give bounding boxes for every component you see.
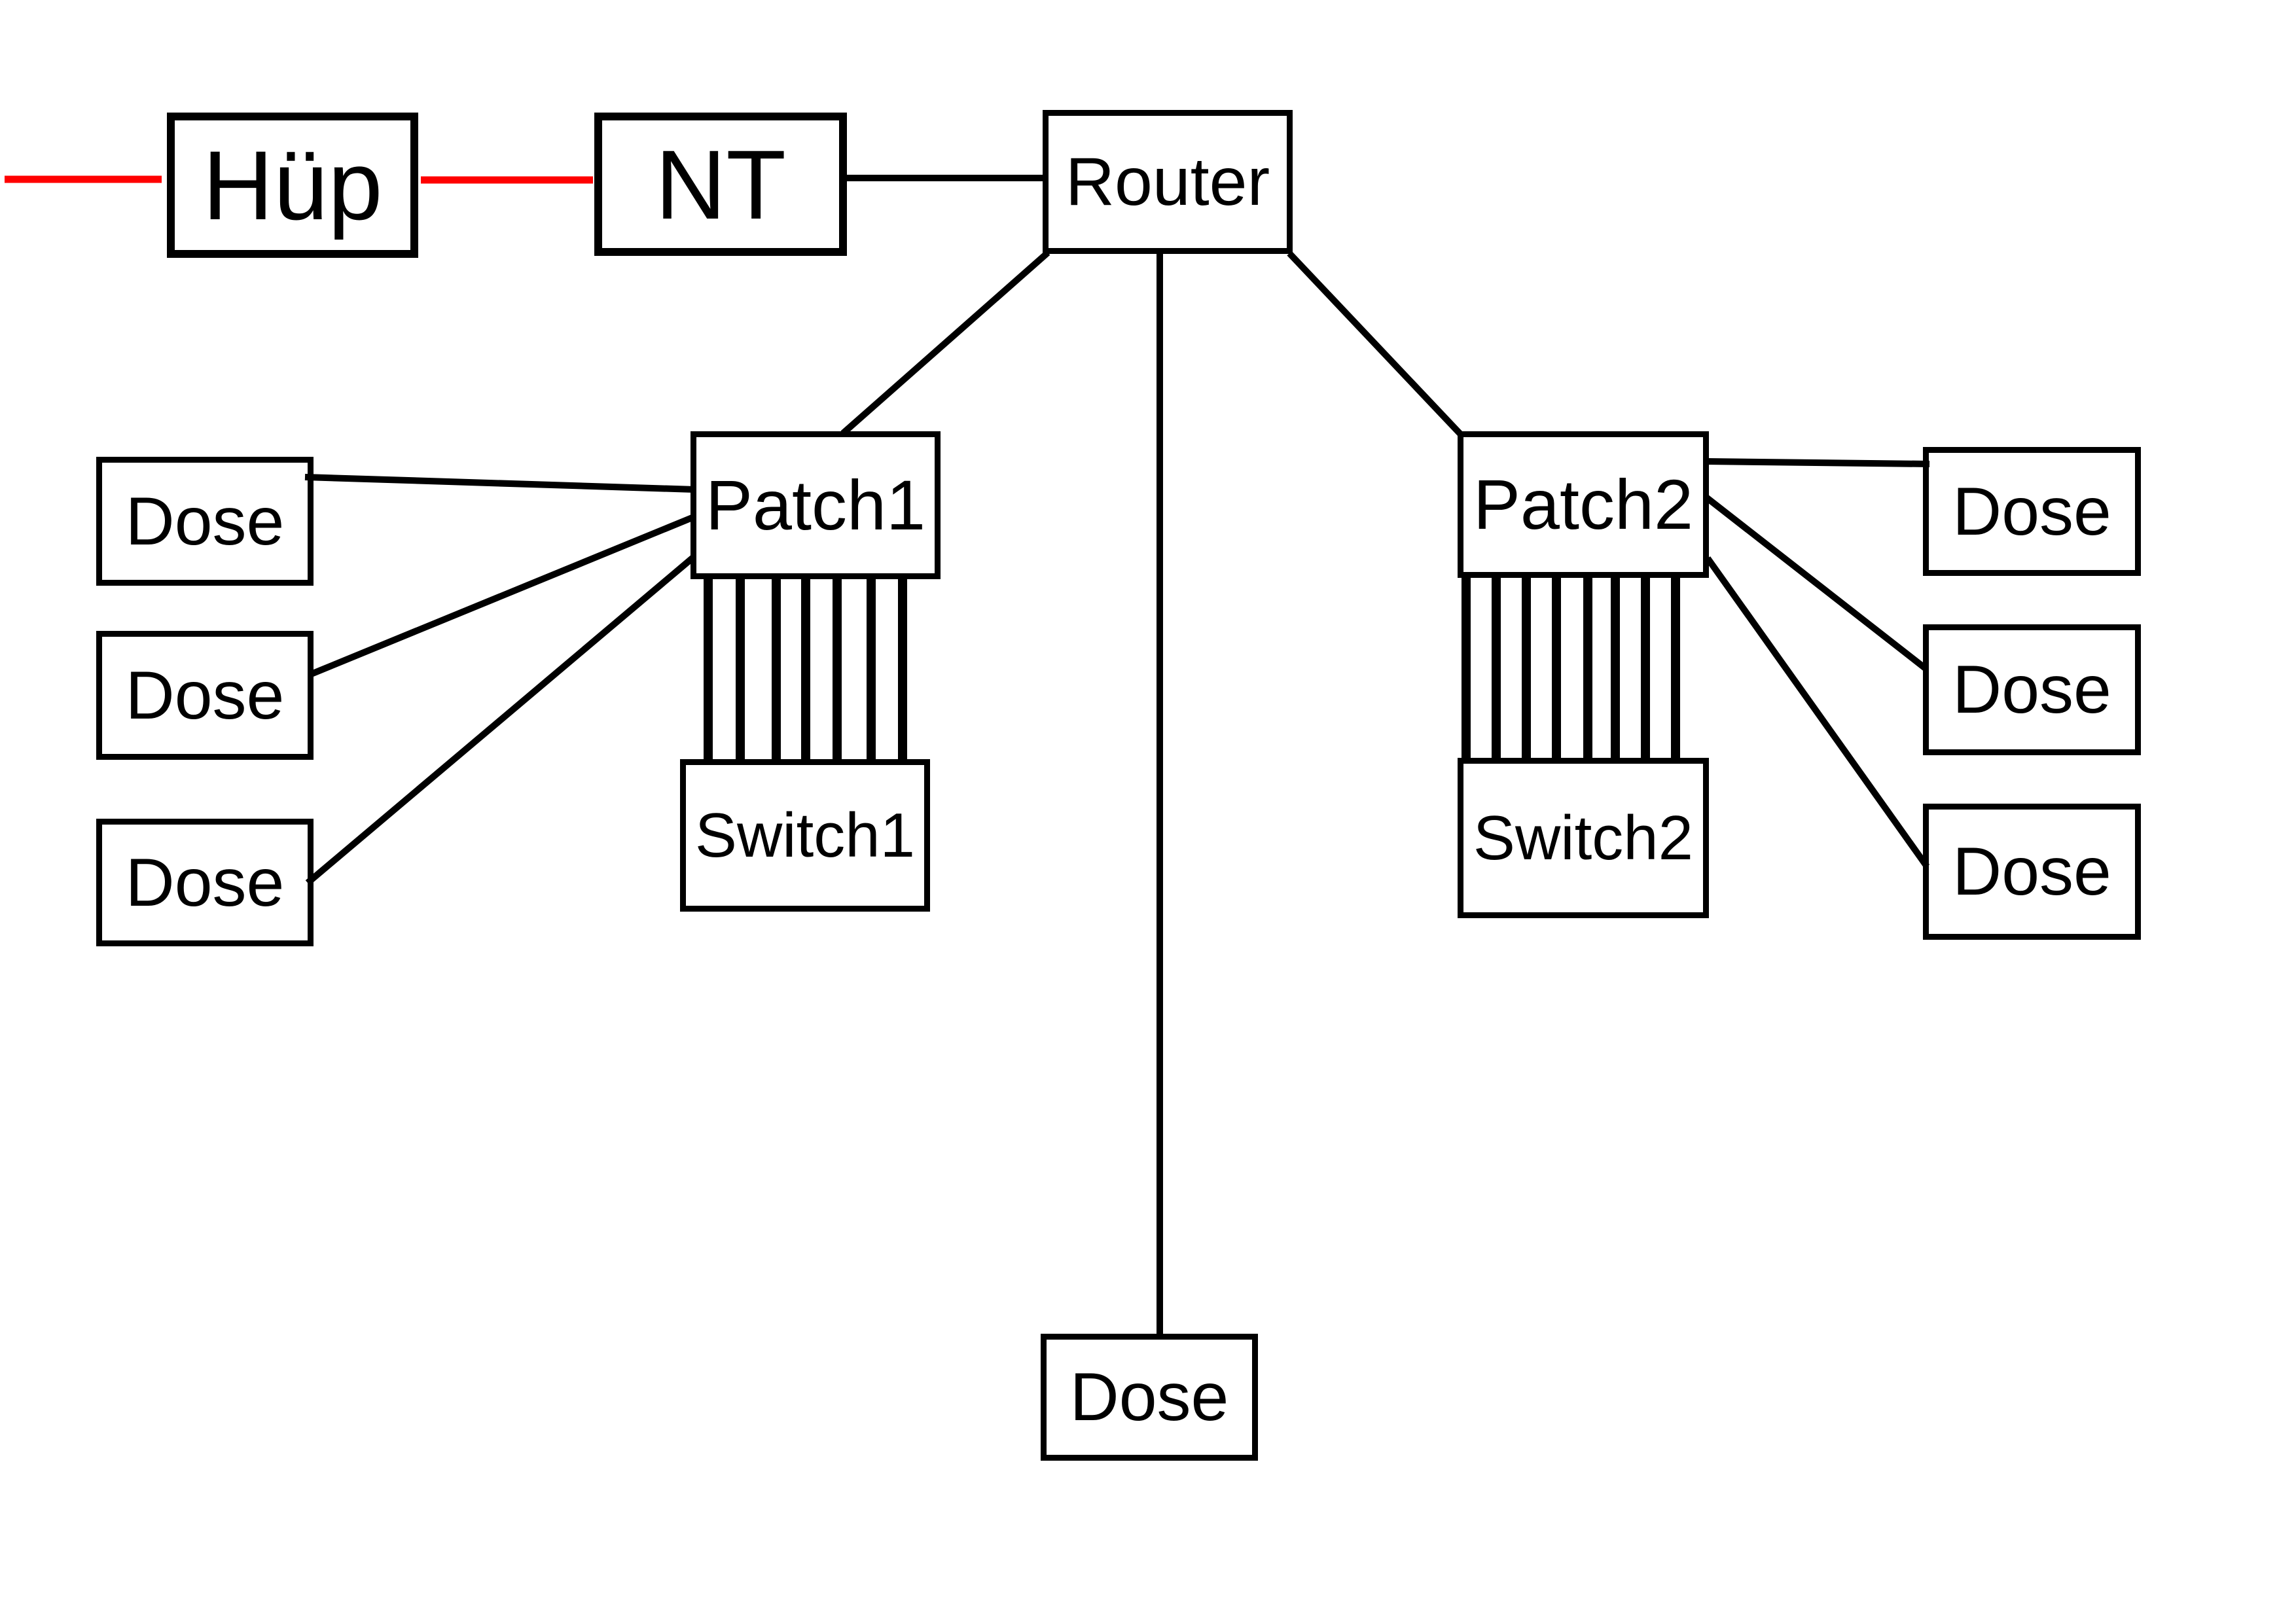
link-router-to-patch2 <box>1287 251 1463 437</box>
link-dose-left-1-to-patch1 <box>304 474 696 493</box>
node-switch1-label: Switch1 <box>694 800 916 870</box>
node-switch2: Switch2 <box>1458 758 1709 918</box>
node-patch1: Patch1 <box>691 431 941 579</box>
node-router: Router <box>1043 110 1293 254</box>
node-dose-right-2-label: Dose <box>1952 652 2111 728</box>
node-dose-left-1-label: Dose <box>125 483 285 560</box>
node-patch2: Patch2 <box>1458 431 1709 578</box>
node-patch1-label: Patch1 <box>705 465 926 544</box>
node-hup-label: Hüp <box>202 130 383 240</box>
link-dose-left-3-to-patch1 <box>305 554 696 885</box>
node-dose-left-3-label: Dose <box>125 844 285 921</box>
node-switch2-label: Switch2 <box>1473 802 1694 873</box>
node-router-label: Router <box>1065 144 1270 220</box>
node-dose-bottom-label: Dose <box>1069 1359 1229 1435</box>
node-dose-bottom: Dose <box>1041 1334 1258 1461</box>
node-dose-right-3-label: Dose <box>1952 834 2111 910</box>
node-dose-left-2-label: Dose <box>125 657 285 734</box>
link-patch2-to-dose-right-3 <box>1704 556 1930 868</box>
node-patch2-label: Patch2 <box>1473 465 1694 544</box>
node-dose-right-1-label: Dose <box>1952 473 2111 550</box>
node-dose-left-3: Dose <box>96 819 314 946</box>
link-patch2-to-dose-right-2 <box>1704 495 1929 672</box>
node-switch1: Switch1 <box>680 759 930 912</box>
node-dose-right-3: Dose <box>1923 804 2141 940</box>
node-dose-right-1: Dose <box>1923 447 2141 576</box>
node-hup: Hüp <box>167 113 418 258</box>
node-nt: NT <box>594 113 847 256</box>
link-router-to-patch1 <box>840 250 1050 436</box>
link-patch2-to-dose-right-1 <box>1706 458 1930 467</box>
node-dose-left-2: Dose <box>96 631 314 760</box>
link-dose-left-2-to-patch1 <box>308 514 695 678</box>
node-dose-right-2: Dose <box>1923 624 2141 755</box>
node-nt-label: NT <box>655 129 786 240</box>
node-dose-left-1: Dose <box>96 457 314 586</box>
